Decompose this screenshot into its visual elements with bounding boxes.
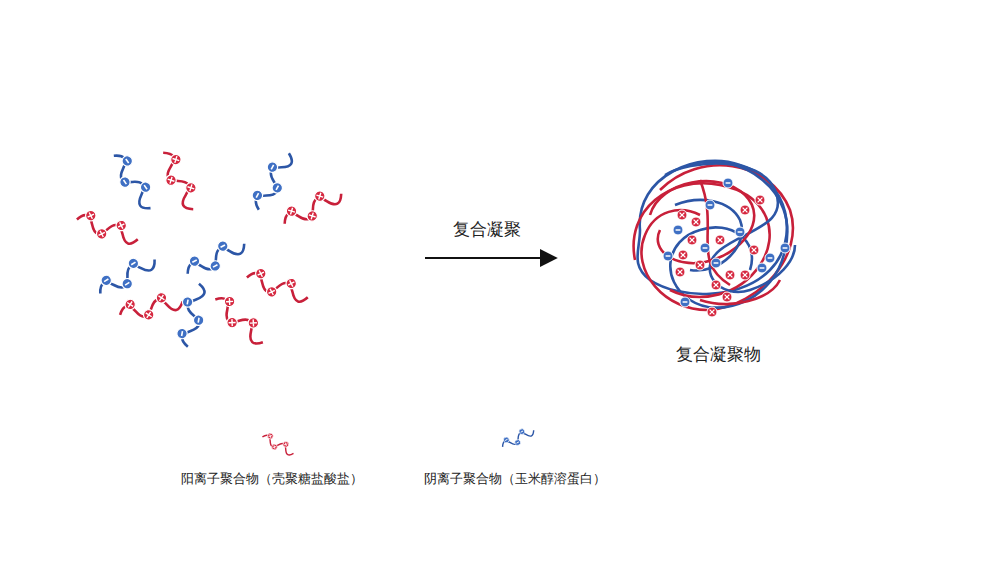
charged-groups — [663, 178, 790, 317]
arrow-label: 复合凝聚 — [453, 218, 521, 241]
dispersed-polymers — [73, 146, 346, 350]
legend-text: 阳离子聚合物（壳聚糖盐酸盐） — [181, 470, 363, 488]
product-label: 复合凝聚物 — [676, 343, 761, 366]
legend-icon-anion — [499, 424, 536, 452]
legend-icon-cation — [260, 430, 297, 458]
coacervate — [634, 161, 795, 310]
process-arrow — [425, 257, 556, 259]
legend-text: 阴离子聚合物（玉米醇溶蛋白） — [424, 470, 606, 488]
